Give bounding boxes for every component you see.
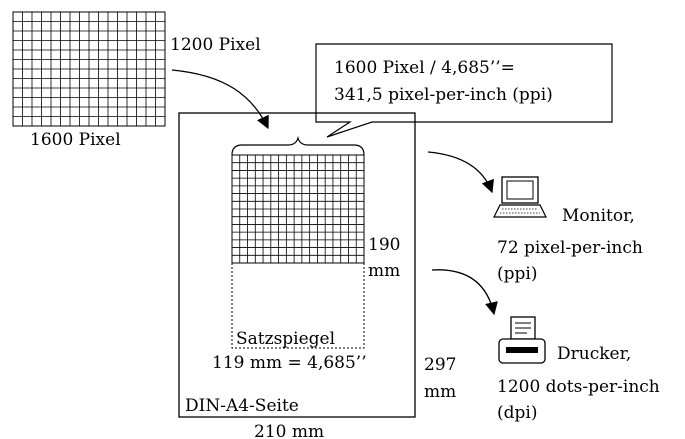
ppi-callout-box <box>315 43 613 138</box>
monitor-icon <box>493 176 547 218</box>
width-brace <box>231 135 365 156</box>
type-area-outline <box>231 262 365 349</box>
page-width-label: 210 mm <box>254 422 324 439</box>
type-area-pixel-grid <box>231 154 365 264</box>
printer-icon <box>498 316 546 364</box>
printer-unit: (dpi) <box>497 403 537 423</box>
page-height-unit: mm <box>424 382 456 402</box>
monitor-resolution: 72 pixel-per-inch <box>497 238 643 258</box>
image-to-page-arrow <box>171 69 269 130</box>
type-area-height-value: 190 <box>368 235 400 255</box>
printer-resolution: 1200 dots-per-inch <box>497 377 660 397</box>
image-width-label: 1600 Pixel <box>30 130 121 150</box>
monitor-unit: (ppi) <box>497 264 537 284</box>
type-area-width-label: 119 mm = 4,685’’ <box>212 353 367 373</box>
source-pixel-grid <box>12 11 166 127</box>
source-grid-lines <box>13 12 165 126</box>
monitor-name: Monitor, <box>562 206 635 226</box>
page-to-printer-arrow <box>431 269 498 316</box>
page-to-monitor-arrow <box>427 151 494 194</box>
page-name-label: DIN-A4-Seite <box>185 396 299 416</box>
type-area-label: Satzspiegel <box>236 329 335 349</box>
image-height-label: 1200 Pixel <box>170 35 261 55</box>
page-height-value: 297 <box>424 355 456 375</box>
callout-line-1: 1600 Pixel / 4,685’’= <box>334 58 515 78</box>
type-grid-lines <box>232 155 364 263</box>
callout-line-2: 341,5 pixel-per-inch (ppi) <box>334 85 553 105</box>
type-area-height-unit: mm <box>368 261 400 281</box>
din-a4-page <box>178 112 416 418</box>
printer-name: Drucker, <box>557 344 631 364</box>
